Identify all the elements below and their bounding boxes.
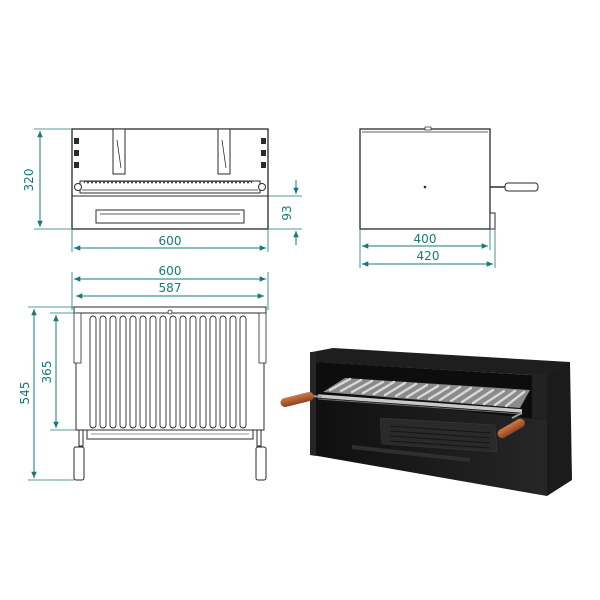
dim-label-top-inner: 587 <box>159 281 182 295</box>
dim-label-front-width: 600 <box>159 234 182 248</box>
top-handles <box>73 429 267 481</box>
render-handle-right <box>497 412 525 439</box>
render-right-wall <box>547 362 572 496</box>
dim-label-top-outer: 600 <box>159 264 182 278</box>
dim-label-front-height: 320 <box>22 169 36 192</box>
side-body-outline <box>359 128 491 230</box>
dim-label-top-grill-depth: 365 <box>40 361 54 384</box>
dim-label-side-inner: 400 <box>414 232 437 246</box>
render-grill-grate <box>317 377 530 415</box>
front-drawer <box>95 209 245 224</box>
top-grill-rods <box>89 315 247 429</box>
dim-label-side-outer: 420 <box>417 249 440 263</box>
side-view: 400 420 <box>359 126 539 268</box>
front-grill-bar <box>74 180 266 194</box>
front-view: 320 93 600 <box>22 128 302 252</box>
render-drawer-slot <box>352 445 470 462</box>
render-back-wall <box>312 348 570 376</box>
top-view: 600 587 <box>18 264 269 481</box>
front-side-slots <box>74 138 266 168</box>
render-handle-left <box>280 391 323 408</box>
side-handle <box>490 182 539 192</box>
dim-label-top-total-depth: 545 <box>18 382 32 405</box>
product-render <box>280 348 572 496</box>
dim-label-drawer-height: 93 <box>280 205 294 220</box>
